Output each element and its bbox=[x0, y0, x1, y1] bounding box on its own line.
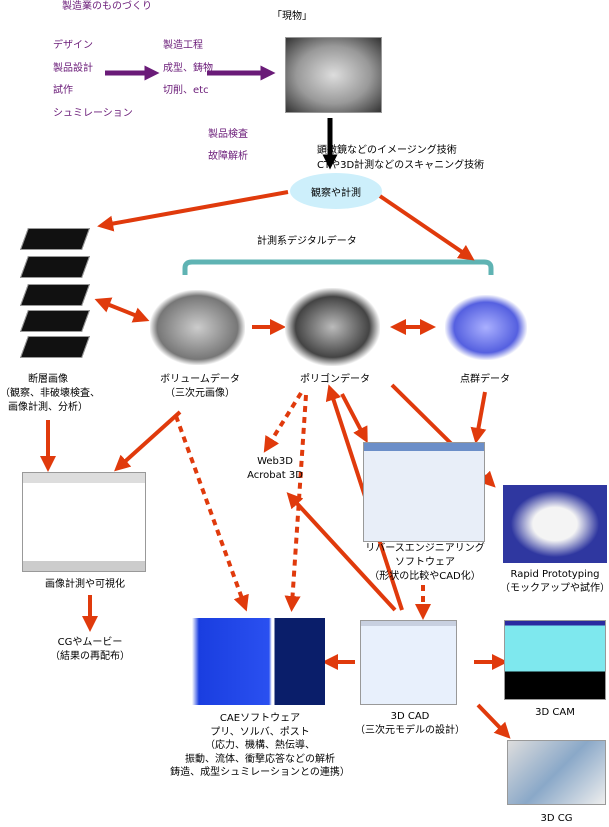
vis-label: 画像計測や可視化 bbox=[45, 579, 125, 590]
tomo-label: 断層画像 （観察、非破壊検査、画像計測、分析） bbox=[0, 373, 100, 415]
item: 試作 bbox=[53, 85, 73, 96]
rapid-prototype-photo bbox=[503, 485, 607, 563]
item: ソフトウェア bbox=[395, 557, 455, 568]
visualization-screenshot bbox=[22, 472, 146, 572]
volume-label: ボリュームデータ （三次元画像） bbox=[150, 373, 250, 401]
polygon-image bbox=[285, 288, 380, 366]
item: Acrobat 3D bbox=[247, 470, 303, 481]
item: （形状の比較やCAD化） bbox=[369, 571, 481, 582]
cae-screenshot bbox=[185, 618, 325, 705]
item: ボリュームデータ bbox=[160, 374, 240, 385]
observe-ellipse: 観察や計測 bbox=[290, 173, 382, 209]
left-list: デザイン製品設計試作シュミレーション bbox=[53, 35, 133, 125]
reverse-engineering-screenshot bbox=[363, 442, 485, 542]
item: 画像計測、分析） bbox=[8, 402, 88, 413]
inspection: 製品検査故障解析 bbox=[208, 124, 248, 168]
item: 断層画像 bbox=[28, 374, 68, 385]
tech-text: 顕微鏡などのイメージング技術 CTや3D計測などのスキャニング技術 bbox=[317, 143, 484, 173]
re-label: リバースエンジニアリングソフトウェア （形状の比較やCAD化） bbox=[340, 542, 510, 584]
item: Web3D bbox=[257, 456, 293, 467]
item: リバースエンジニアリング bbox=[365, 543, 485, 554]
cam-screenshot bbox=[504, 620, 606, 700]
item: 切削、etc bbox=[163, 85, 209, 96]
item: （三次元モデルの設計） bbox=[355, 725, 465, 736]
cg-screenshot bbox=[507, 740, 606, 805]
polygon-label: ポリゴンデータ bbox=[300, 374, 370, 385]
item: 製品検査 bbox=[208, 129, 248, 140]
item: CAEソフトウェア bbox=[219, 713, 301, 724]
item: 鋳造、成型シュミレーションとの連携） bbox=[170, 767, 350, 778]
item: 成型、鋳物 bbox=[163, 62, 213, 74]
item: シュミレーション bbox=[53, 107, 133, 119]
item: Rapid Prototyping bbox=[510, 569, 600, 580]
rp-label: Rapid Prototyping （モックアップや試作） bbox=[495, 568, 609, 596]
digital-data-bracket bbox=[182, 259, 494, 275]
genbutsu-label: 「現物」 bbox=[272, 11, 312, 22]
item: 製造工程 bbox=[163, 40, 203, 51]
digital-data-label: 計測系デジタルデータ bbox=[257, 236, 357, 247]
item: 3D CAD bbox=[390, 711, 430, 722]
item: 故障解析 bbox=[208, 151, 248, 162]
item: （観察、非破壊検査、 bbox=[0, 388, 100, 399]
dashed-arrows bbox=[174, 391, 431, 620]
item: CGやムービー bbox=[57, 637, 123, 648]
web3d-label: Web3D Acrobat 3D bbox=[240, 455, 310, 483]
item: 顕微鏡などのイメージング技術 bbox=[317, 145, 457, 156]
cad-label: 3D CAD （三次元モデルの設計） bbox=[350, 710, 470, 738]
product-photo bbox=[285, 37, 382, 113]
cad-screenshot bbox=[360, 620, 457, 705]
item: デザイン bbox=[53, 40, 93, 51]
item: CTや3D計測などのスキャニング技術 bbox=[317, 160, 485, 171]
item: （三次元画像） bbox=[165, 388, 235, 399]
cam-label: 3D CAM bbox=[535, 707, 575, 718]
cae-label: CAEソフトウェアプリ、ソルバ、ポスト （応力、機構、熱伝導、振動、流体、衝撃応答… bbox=[150, 712, 370, 780]
item: プリ、ソルバ、ポスト bbox=[210, 726, 310, 738]
item: （応力、機構、熱伝導、 bbox=[205, 740, 315, 751]
item: （結果の再配布） bbox=[50, 651, 130, 662]
observe-label: 観察や計測 bbox=[311, 187, 361, 199]
volume-image bbox=[150, 290, 245, 365]
title: 製造業のものづくり bbox=[62, 1, 152, 12]
pointcloud-image bbox=[445, 295, 527, 360]
item: 製品設計 bbox=[53, 62, 93, 74]
item: （モックアップや試作） bbox=[500, 583, 609, 594]
pointcloud-label: 点群データ bbox=[460, 374, 510, 385]
cg-label: 3D CG bbox=[540, 813, 573, 824]
cg-movie-label: CGやムービー （結果の再配布） bbox=[30, 636, 150, 664]
mid-list: 製造工程成型、鋳物切削、etc bbox=[163, 35, 213, 103]
item: 振動、流体、衝撃応答などの解析 bbox=[185, 753, 335, 765]
